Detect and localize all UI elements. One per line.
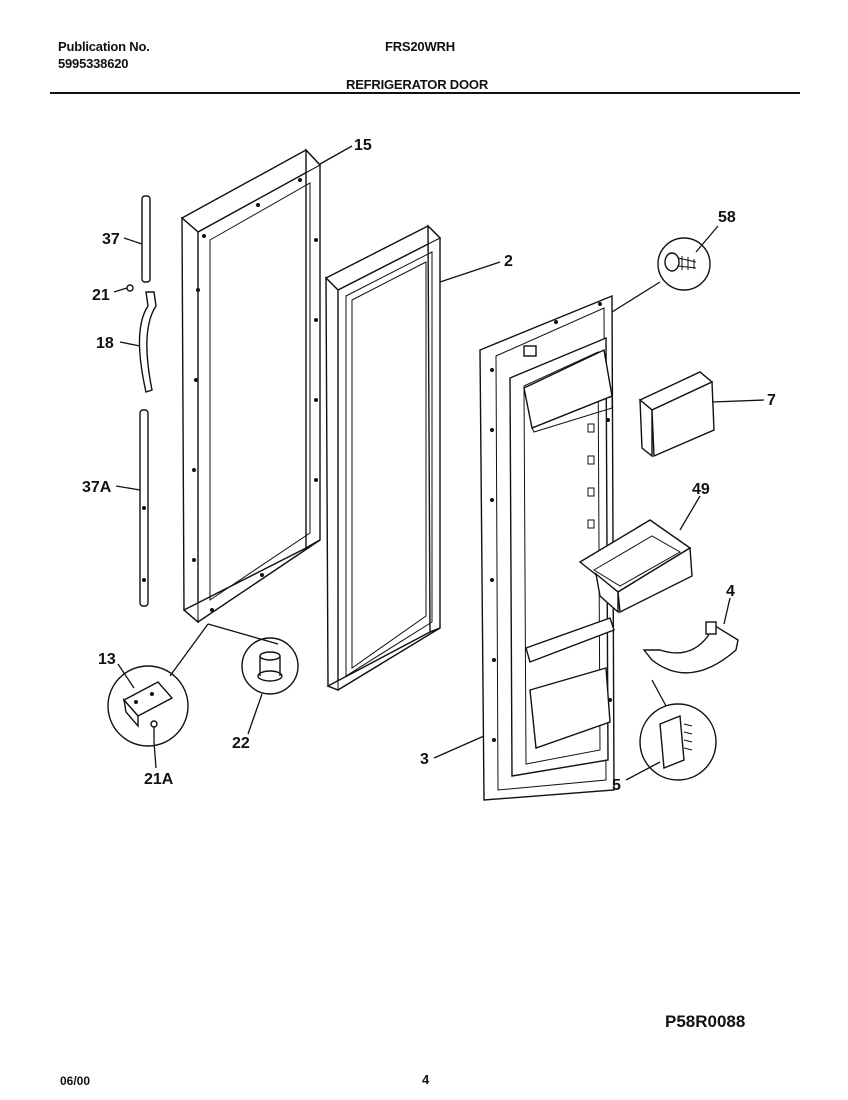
header-rule [50, 92, 800, 94]
callout-22: 22 [232, 735, 250, 752]
handle-parts [126, 195, 157, 607]
callout-15: 15 [354, 137, 372, 154]
leader-lines [113, 145, 765, 781]
publication-label: Publication No. [58, 39, 150, 54]
callout-21: 21 [92, 287, 110, 304]
callout-49: 49 [692, 481, 710, 498]
model-number: FRS20WRH [385, 39, 455, 54]
door-panel [479, 294, 615, 801]
shelf-bracket [642, 621, 739, 674]
callout-18: 18 [96, 335, 114, 352]
hinge-detail [107, 665, 189, 747]
callout-2: 2 [504, 253, 513, 270]
door-gasket [324, 224, 442, 692]
diagram-code: P58R0088 [665, 1012, 746, 1031]
callout-4: 4 [726, 583, 735, 600]
callout-5: 5 [612, 777, 621, 794]
bushing-detail [241, 637, 299, 695]
callout-3: 3 [420, 751, 429, 768]
callout-58: 58 [718, 209, 736, 226]
publication-number: 5995338620 [58, 56, 129, 71]
callout-13: 13 [98, 651, 116, 668]
screw-detail [657, 237, 711, 291]
door-liner-frame [180, 148, 322, 624]
page-number: 4 [422, 1072, 430, 1087]
callout-37a: 37A [82, 479, 112, 496]
callout-7: 7 [767, 392, 776, 409]
section-title: REFRIGERATOR DOOR [346, 77, 489, 92]
callout-37: 37 [102, 231, 120, 248]
clip-detail [639, 703, 717, 781]
shelf-cover [638, 371, 715, 458]
callout-21a: 21A [144, 771, 174, 788]
revision-date: 06/00 [60, 1074, 91, 1088]
door-bin [578, 519, 693, 614]
